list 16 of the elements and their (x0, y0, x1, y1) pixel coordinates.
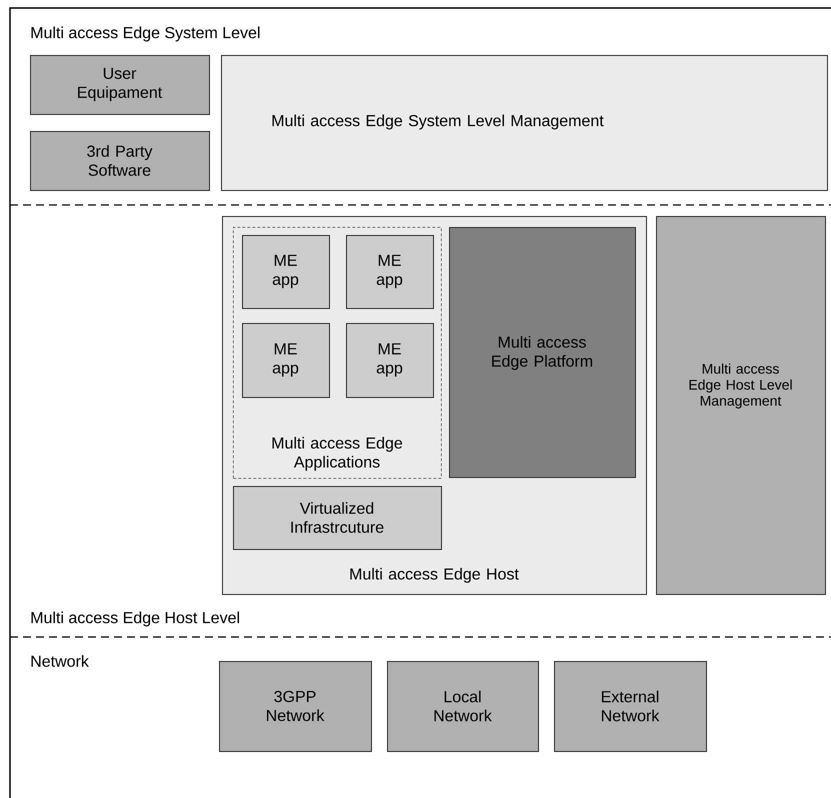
app-box: ME app (346, 235, 434, 309)
infrastructure-box: Virtualized Infrastrcuture (233, 486, 442, 550)
app-box: ME app (346, 323, 434, 398)
network-box: Local Network (387, 661, 539, 752)
management-box: Multi access Edge Host Level Management (656, 216, 826, 595)
component-box: User Equipament (30, 55, 210, 115)
app-box: ME app (242, 323, 330, 398)
platform-box: Multi access Edge Platform (449, 227, 636, 478)
network-box: External Network (554, 661, 707, 752)
component-box: 3rd Party Software (30, 131, 210, 191)
section-label: Multi access Edge Host Level (32, 612, 239, 626)
management-box: Multi access Edge System Level Management (221, 55, 828, 191)
network-box: 3GPP Network (219, 661, 372, 752)
section-label: Network (32, 655, 89, 667)
section-label: Multi access Edge System Level (32, 26, 260, 42)
app-box: ME app (242, 235, 330, 309)
